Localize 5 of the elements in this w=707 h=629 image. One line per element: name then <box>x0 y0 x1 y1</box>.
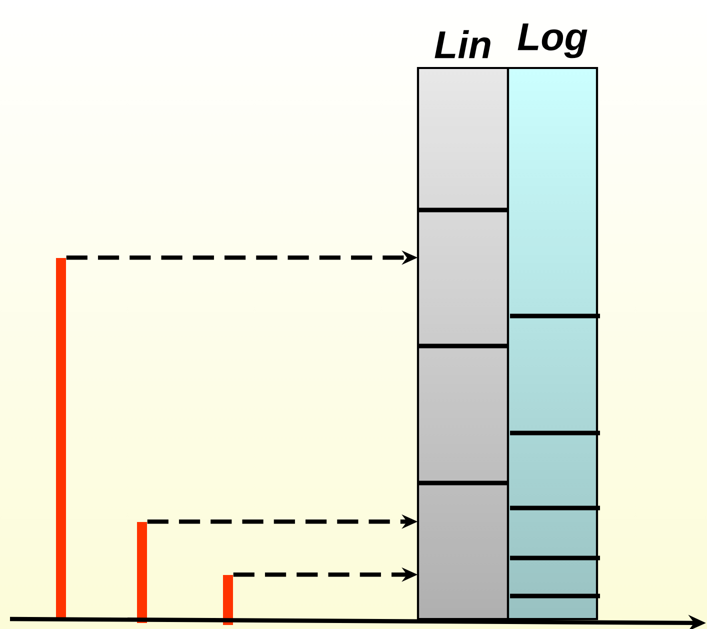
signal-bar <box>137 522 147 623</box>
node-label: Lin <box>434 30 490 58</box>
signal-bar <box>223 575 233 625</box>
signal-bar <box>56 258 66 619</box>
node-label: Log <box>518 24 588 58</box>
